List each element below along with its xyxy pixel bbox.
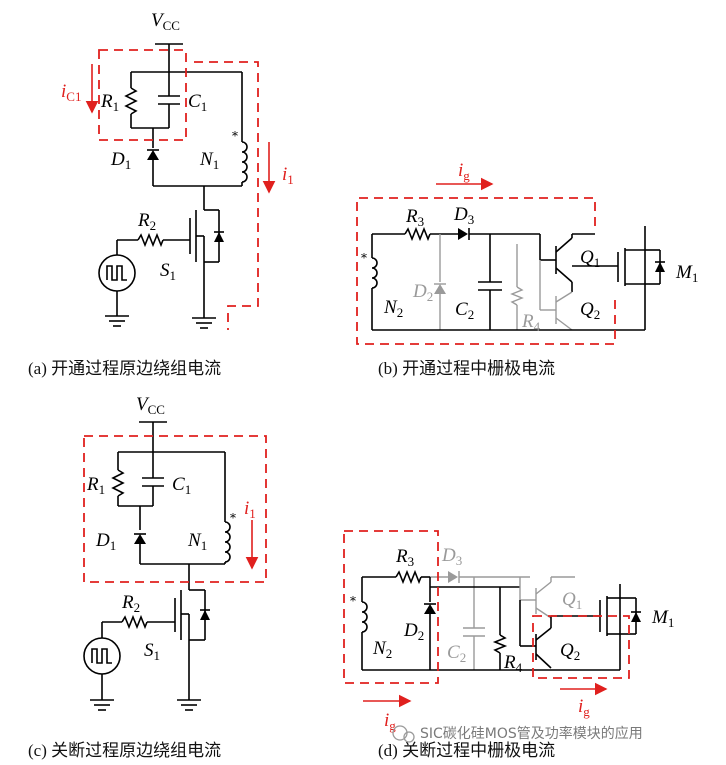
resistor-r4-d (492, 634, 508, 654)
svg-text:R4: R4 (503, 652, 523, 675)
svg-text:R1: R1 (100, 91, 119, 114)
caption-d: (d) 关断过程中栅极电流 (378, 741, 555, 760)
diode-d3 (458, 228, 468, 240)
ig-loop-d-right (532, 615, 630, 679)
svg-text:*: * (361, 251, 367, 265)
svg-text:R1: R1 (86, 474, 105, 497)
panel-c: * VCC R1 C1 D1 N1 R2 S (28, 394, 267, 760)
svg-text:N1: N1 (199, 149, 219, 172)
svg-text:M1: M1 (675, 262, 698, 285)
svg-text:D3: D3 (441, 545, 462, 568)
svg-text:Q1: Q1 (562, 589, 582, 612)
svg-text:VCC: VCC (136, 394, 165, 417)
resistor-r2-c (121, 614, 148, 630)
svg-text:i1: i1 (244, 498, 256, 521)
watermark: SIC碳化硅MOS管及功率模块的应用 (392, 725, 643, 743)
resistor-r3 (404, 226, 431, 242)
panel-a: * VCC R1 C1 D1 N1 (28, 10, 294, 378)
panel-b: * (356, 160, 698, 378)
svg-text:N1: N1 (187, 530, 207, 553)
winding-n2-d (361, 601, 368, 633)
panel-d: * (343, 530, 674, 760)
caption-a: (a) 开通过程原边绕组电流 (28, 359, 221, 378)
diode-d2-d (424, 604, 436, 614)
resistor-r4 (510, 286, 524, 306)
svg-text:N2: N2 (372, 638, 392, 661)
svg-text:ig: ig (458, 160, 470, 183)
svg-text:ig: ig (578, 696, 590, 719)
body-diode-s1 (214, 232, 224, 242)
svg-text:M1: M1 (651, 607, 674, 630)
i1-loop-c (83, 435, 267, 583)
svg-text:D1: D1 (95, 530, 116, 553)
winding-n1 (241, 141, 248, 183)
svg-text:C2: C2 (455, 299, 474, 322)
svg-text:S1: S1 (144, 640, 160, 663)
resistor-r1-c (111, 469, 125, 497)
diode-d1-c (134, 534, 146, 544)
wechat-icon (392, 725, 408, 741)
svg-text:D2: D2 (412, 281, 433, 304)
svg-text:R4: R4 (521, 311, 541, 334)
svg-text:D3: D3 (453, 204, 474, 227)
caption-b: (b) 开通过程中栅极电流 (378, 359, 555, 378)
resistor-r3-d (395, 569, 422, 585)
svg-text:C2: C2 (447, 642, 466, 665)
resistor-r1 (124, 87, 138, 115)
ic1-loop (98, 49, 187, 141)
svg-text:D1: D1 (110, 149, 131, 172)
svg-text:Q1: Q1 (580, 247, 600, 270)
svg-text:R3: R3 (405, 206, 424, 229)
i1-path (194, 61, 259, 330)
winding-n2 (371, 257, 378, 289)
svg-text:*: * (230, 511, 236, 525)
svg-text:VCC: VCC (151, 10, 180, 33)
ig-loop-d-left (343, 530, 439, 684)
svg-text:C1: C1 (188, 91, 207, 114)
svg-text:R2: R2 (137, 210, 156, 233)
diode-d2 (434, 284, 446, 294)
svg-text:R2: R2 (121, 592, 140, 615)
resistor-r2 (137, 232, 164, 248)
svg-text:Q2: Q2 (560, 640, 580, 663)
svg-text:R3: R3 (395, 546, 414, 569)
diode-d1 (147, 150, 159, 160)
svg-text:N2: N2 (383, 297, 403, 320)
svg-text:ig: ig (384, 710, 396, 733)
body-diode-s1-c (200, 610, 210, 620)
svg-text:*: * (232, 129, 238, 143)
svg-text:C1: C1 (172, 474, 191, 497)
ig-path-b (356, 197, 616, 345)
svg-text:D2: D2 (403, 620, 424, 643)
watermark-text: SIC碳化硅MOS管及功率模块的应用 (420, 725, 643, 742)
svg-text:*: * (350, 594, 356, 608)
caption-c: (c) 关断过程原边绕组电流 (28, 741, 221, 760)
svg-text:Q2: Q2 (580, 299, 600, 322)
svg-text:iC1: iC1 (61, 81, 81, 104)
diode-d3-d (448, 571, 458, 583)
svg-text:i1: i1 (282, 164, 294, 187)
svg-text:S1: S1 (160, 260, 176, 283)
winding-n1-c (224, 521, 231, 563)
